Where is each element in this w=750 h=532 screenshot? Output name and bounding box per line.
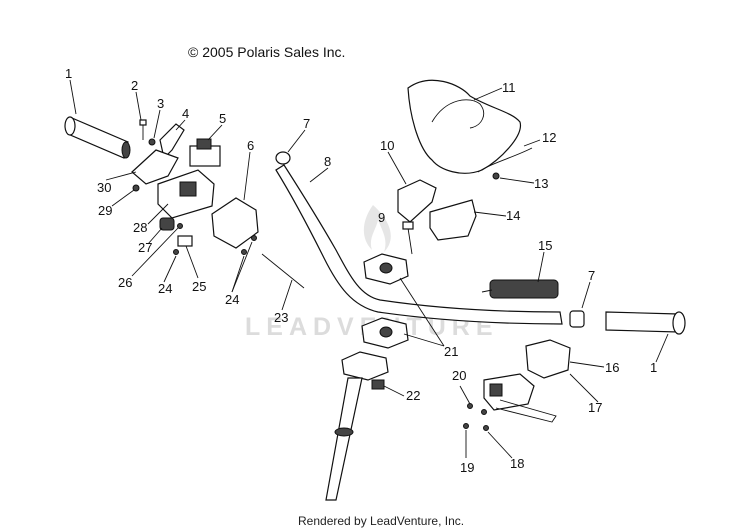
right-grip[interactable] — [605, 311, 686, 335]
callout-29: 29 — [98, 203, 112, 218]
callout-24-left: 24 — [158, 281, 172, 296]
callout-21: 21 — [444, 344, 458, 359]
callout-11: 11 — [502, 80, 516, 95]
lower-housing-6[interactable] — [211, 197, 259, 249]
bracket-30[interactable] — [131, 149, 179, 185]
footer-credit: Rendered by LeadVenture, Inc. — [298, 514, 465, 528]
clip-25[interactable] — [177, 235, 193, 247]
callout-7: 7 — [303, 116, 310, 131]
callout-18: 18 — [510, 456, 524, 471]
callout-2: 2 — [131, 78, 138, 93]
screw-24b[interactable] — [241, 249, 247, 255]
callout-16: 16 — [605, 360, 619, 375]
callout-20: 20 — [452, 368, 466, 383]
callout-30: 30 — [97, 180, 111, 195]
callout-9: 9 — [378, 210, 385, 225]
cover-16[interactable] — [525, 339, 571, 379]
bolt-9[interactable] — [402, 221, 414, 255]
callout-1-right: 1 — [650, 360, 657, 375]
end-plug-7b[interactable] — [569, 310, 585, 328]
washer-3[interactable] — [148, 138, 156, 146]
callout-5: 5 — [219, 111, 226, 126]
handlebar-pad-11[interactable] — [407, 79, 521, 174]
clamp-21-upper[interactable] — [363, 253, 409, 285]
cover-14[interactable] — [429, 199, 477, 241]
copyright-text: © 2005 Polaris Sales Inc. — [188, 44, 346, 60]
brake-master-cylinder-17[interactable] — [483, 373, 557, 423]
screw-24a[interactable] — [173, 249, 179, 255]
callout-23: 23 — [274, 310, 288, 325]
screw-13[interactable] — [492, 172, 500, 180]
callout-14: 14 — [506, 208, 520, 223]
throttle-grip-15[interactable] — [481, 279, 559, 299]
screw-20a[interactable] — [467, 403, 473, 409]
callout-7-right: 7 — [588, 268, 595, 283]
cover-10[interactable] — [397, 179, 437, 223]
knob-27[interactable] — [159, 217, 175, 231]
callout-3: 3 — [157, 96, 164, 111]
switch-5[interactable] — [189, 138, 221, 167]
callout-17: 17 — [588, 400, 602, 415]
callout-12: 12 — [542, 130, 556, 145]
screw-18[interactable] — [483, 425, 489, 431]
callout-15: 15 — [538, 238, 552, 253]
callout-19: 19 — [460, 460, 474, 475]
leader-lines — [69, 79, 669, 459]
left-grip[interactable] — [64, 116, 131, 159]
watermark-flame-icon — [363, 205, 391, 252]
screw-20b[interactable] — [481, 409, 487, 415]
callout-8: 8 — [324, 154, 331, 169]
end-plug-7a[interactable] — [275, 151, 291, 165]
callout-27: 27 — [138, 240, 152, 255]
cable-23[interactable] — [261, 253, 305, 289]
nut-22[interactable] — [371, 379, 385, 390]
screw-19[interactable] — [463, 423, 469, 429]
screw-26[interactable] — [177, 223, 183, 229]
callout-22: 22 — [406, 388, 420, 403]
strap-12[interactable] — [477, 147, 533, 173]
screw-2[interactable] — [139, 119, 147, 140]
callout-labels: 1 2 3 4 5 6 7 8 9 10 11 12 13 14 15 7 1 … — [65, 66, 657, 475]
callout-4: 4 — [182, 106, 189, 121]
callout-13: 13 — [534, 176, 548, 191]
callout-1: 1 — [65, 66, 72, 81]
callout-24-right: 24 — [225, 292, 239, 307]
callout-6: 6 — [247, 138, 254, 153]
handlebar-8[interactable] — [275, 164, 563, 325]
switch-housing-28[interactable] — [157, 169, 215, 219]
callout-10: 10 — [380, 138, 394, 153]
clamp-21-lower[interactable] — [361, 317, 409, 349]
callout-26: 26 — [118, 275, 132, 290]
callout-25: 25 — [192, 279, 206, 294]
screw-29[interactable] — [132, 184, 140, 192]
steering-post[interactable] — [325, 351, 389, 501]
callout-28: 28 — [133, 220, 147, 235]
